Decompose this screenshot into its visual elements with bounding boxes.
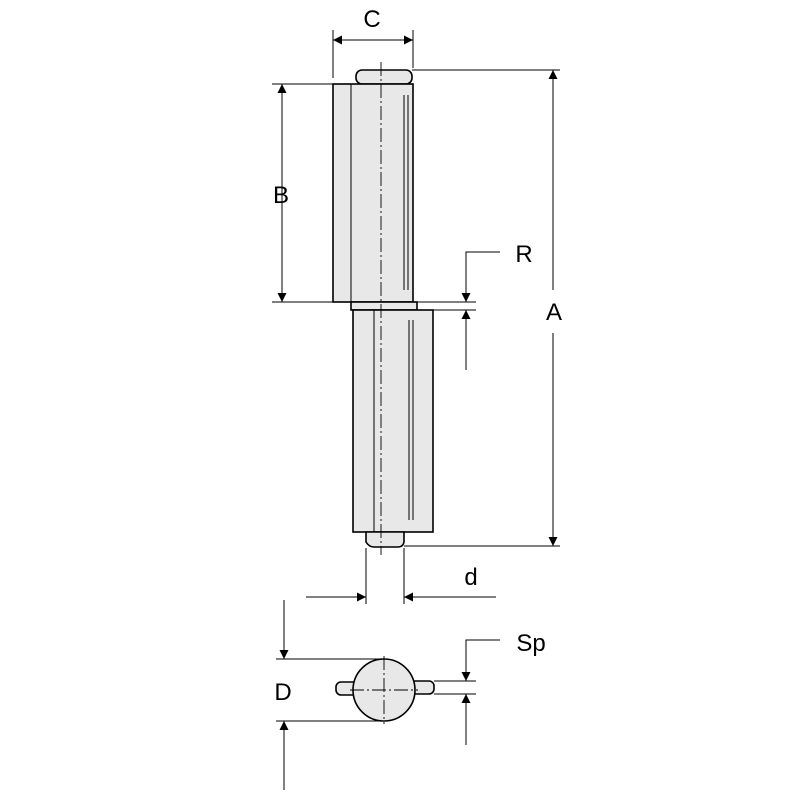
label-d-small: d <box>464 564 477 591</box>
hinge-cross-section <box>335 656 435 724</box>
label-a: A <box>546 299 562 326</box>
bottom-pin <box>365 531 405 548</box>
dimension-c: C <box>332 6 414 78</box>
label-r: R <box>515 241 532 268</box>
dimension-r: R <box>417 241 533 370</box>
dimension-d-small: d <box>306 548 496 604</box>
upper-barrel <box>332 83 414 303</box>
dimension-b: B <box>272 83 333 303</box>
label-c: C <box>363 6 380 33</box>
label-b: B <box>273 182 289 209</box>
gap-washer <box>350 301 418 311</box>
dimension-sp: Sp <box>434 630 546 745</box>
hinge-side-view <box>332 62 434 555</box>
dimension-d-large: D <box>274 600 384 790</box>
label-sp: Sp <box>516 630 545 657</box>
label-d-large: D <box>274 679 291 706</box>
dimension-a: A <box>404 69 562 547</box>
lower-barrel <box>352 309 434 533</box>
top-pin-cap <box>355 69 413 85</box>
